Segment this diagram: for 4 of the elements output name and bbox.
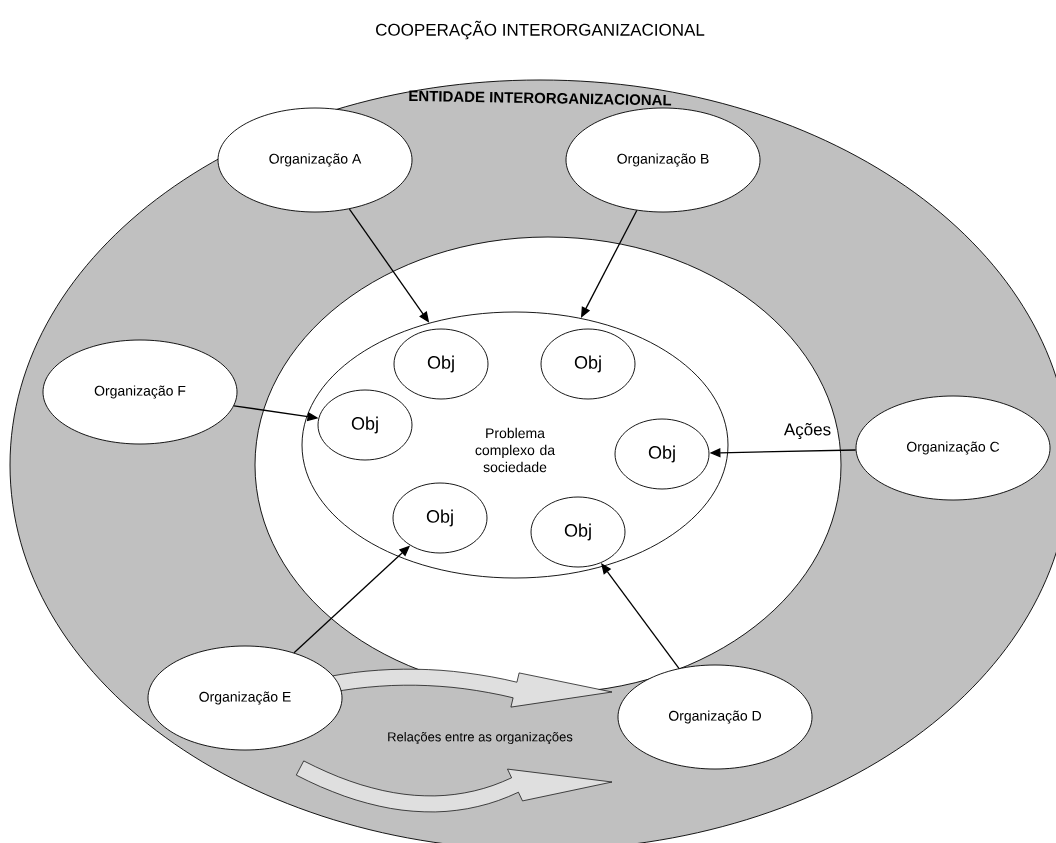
edge-label: Ações — [783, 423, 831, 439]
caption-text: Relações entre as organizações — [388, 731, 573, 745]
title: COOPERAÇÃO INTERORGANIZACIONAL — [376, 20, 705, 40]
arrow — [601, 563, 680, 669]
